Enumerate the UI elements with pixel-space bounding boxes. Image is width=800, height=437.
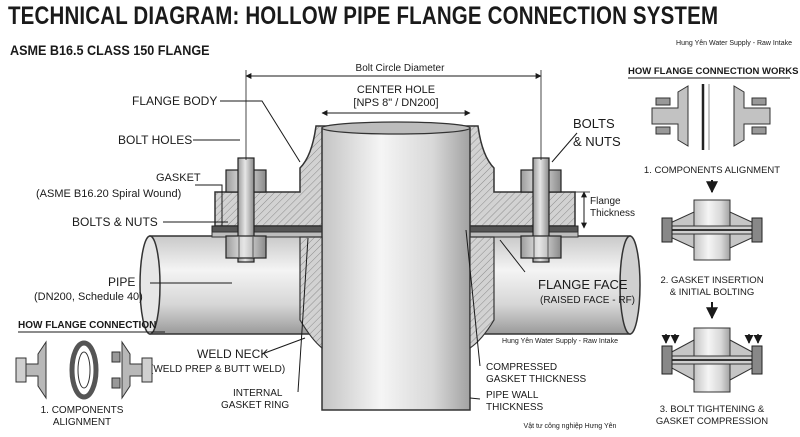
gasket-label: GASKET	[156, 172, 201, 184]
pipe-label: PIPE	[108, 275, 135, 289]
weld-neck-lower-right	[469, 236, 495, 350]
step1-label: 1. COMPONENTS ALIGNMENT	[644, 165, 780, 176]
main-flange-drawing: Bolt Circle Diameter CENTER HOLE [NPS 8"…	[34, 63, 641, 430]
flange-body-label: FLANGE BODY	[132, 94, 217, 108]
pipe-right-end	[619, 235, 641, 335]
right-panel-title: HOW FLANGE CONNECTION WORKS	[628, 66, 798, 77]
bolt-holes-label: BOLT HOLES	[118, 133, 192, 147]
page-title: TECHNICAL DIAGRAM: HOLLOW PIPE FLANGE CO…	[8, 2, 719, 30]
step3-tightening-icon	[661, 327, 763, 393]
compressed-label: COMPRESSED	[486, 362, 557, 373]
bolt-circle-label: Bolt Circle Diameter	[356, 63, 446, 74]
flange-thickness-label-2: Thickness	[590, 208, 635, 219]
page-subtitle: ASME B16.5 CLASS 150 FLANGE	[10, 42, 210, 58]
pipe-wall-label-2: THICKNESS	[486, 402, 544, 413]
inset-flange-right-icon	[111, 340, 153, 400]
step1-components-icon	[651, 84, 771, 150]
flange-face-label: FLANGE FACE	[538, 277, 628, 292]
inset-gasket-icon	[69, 340, 99, 400]
flange-face-spec: (RAISED FACE - RF)	[540, 295, 635, 306]
step2-gasket-icon	[661, 199, 763, 261]
inset-flange-left-icon	[15, 340, 47, 400]
gasket-spec: (ASME B16.20 Spiral Wound)	[36, 188, 181, 200]
left-inset-title: HOW FLANGE CONNECTION	[18, 320, 156, 331]
internal-ring-label: INTERNAL	[233, 388, 283, 399]
nuts-right-label: & NUTS	[573, 134, 621, 149]
flange-thickness-label: Flange	[590, 196, 621, 207]
right-bolt	[520, 157, 562, 263]
vertical-pipe	[321, 127, 471, 411]
credit-top: Hung Yên Water Supply - Raw Intake	[676, 40, 792, 47]
left-inset: HOW FLANGE CONNECTION 1. COMPONENTS ALIG…	[15, 320, 165, 428]
compressed-label-2: GASKET THICKNESS	[486, 374, 587, 385]
center-hole-label: CENTER HOLE	[357, 84, 435, 96]
left-inset-step1: 1. COMPONENTS	[41, 405, 124, 416]
left-inset-step1-2: ALIGNMENT	[53, 417, 111, 428]
weld-neck-lower	[299, 236, 323, 350]
vertical-pipe-top	[321, 121, 471, 135]
pipe-wall-label: PIPE WALL	[486, 390, 539, 401]
pipe-left-end	[139, 235, 161, 335]
step3-label: 3. BOLT TIGHTENING &	[660, 404, 765, 415]
bolts-nuts-left-label: BOLTS & NUTS	[72, 215, 158, 229]
bolts-right-label: BOLTS	[573, 116, 615, 131]
step2-label: 2. GASKET INSERTION	[660, 275, 763, 286]
weld-neck-spec: (WELD PREP & BUTT WELD)	[150, 364, 285, 375]
step3-label-2: GASKET COMPRESSION	[656, 416, 768, 427]
pipe-spec: (DN200, Schedule 40)	[34, 291, 143, 303]
internal-ring-label-2: GASKET RING	[221, 400, 289, 411]
weld-neck-label: WELD NECK	[197, 347, 268, 361]
credit-bottom: Vật tư công nghiệp Hưng Yên	[524, 423, 617, 430]
step2-label-2: & INITIAL BOLTING	[670, 287, 754, 298]
right-panel: HOW FLANGE CONNECTION WORKS 1. COMPONENT…	[628, 66, 798, 427]
credit-mid: Hung Yên Water Supply - Raw Intake	[502, 338, 618, 345]
center-hole-size: [NPS 8" / DN200]	[353, 97, 438, 109]
